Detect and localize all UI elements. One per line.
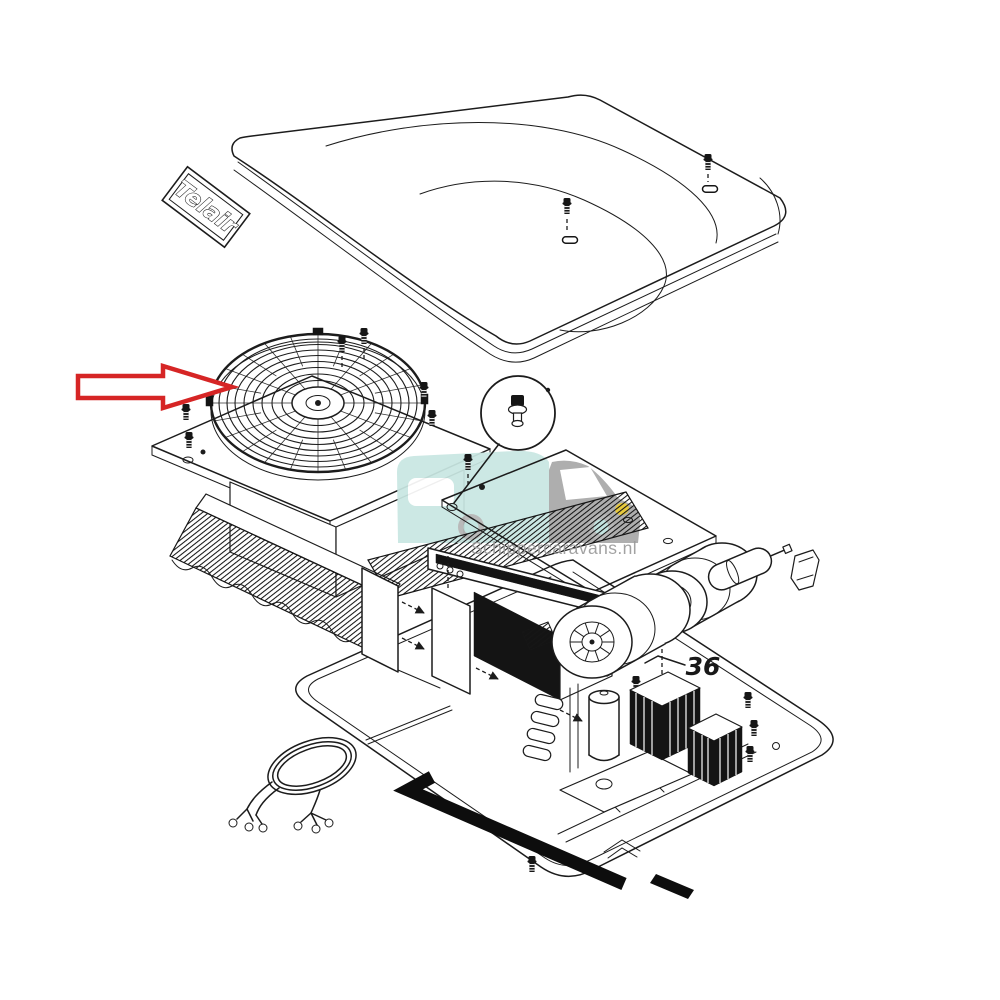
screw-icon [180,403,192,421]
callout-leader-line [453,443,500,504]
highlight-arrow-icon [75,362,240,412]
screw-icon [526,855,538,873]
part-number-label: 36 [686,652,721,681]
screw-icon [748,719,760,737]
cable-harness [228,705,453,834]
screw-hole-pad [561,236,579,244]
drier-clamp [790,549,820,591]
screw-icon [744,745,756,763]
capacitor [588,689,620,762]
screw-icon [742,691,754,709]
blower-fins [570,622,614,662]
watermark-text: Schippercaravans.nl [471,538,637,558]
valve-fitting-icon [507,395,528,428]
van-body [397,450,552,543]
van-windshield [560,467,607,500]
brand-label-plate: Telair [161,165,251,249]
roof-cover [231,94,787,363]
filter-drier [707,543,820,591]
van-rear-wheel-hub [463,519,479,535]
screw-hole-pad [701,185,719,193]
gasket-strip [393,771,694,899]
transformer [629,671,701,761]
screw-icon [702,153,714,171]
screw-icon [561,197,573,215]
van-window [408,478,454,506]
part-number-leader [644,655,686,666]
blower-wheel-front [551,573,691,693]
fan-hub [315,400,321,406]
coil-tube-bends [171,559,353,643]
electrical-components [522,671,743,787]
valve-manifold [522,683,579,773]
transformer-small [687,713,743,787]
part-number-callout: 36 [644,652,721,681]
refrigerant-pipe [365,705,453,745]
detail-callout [446,375,556,511]
condenser-fan [180,327,438,481]
